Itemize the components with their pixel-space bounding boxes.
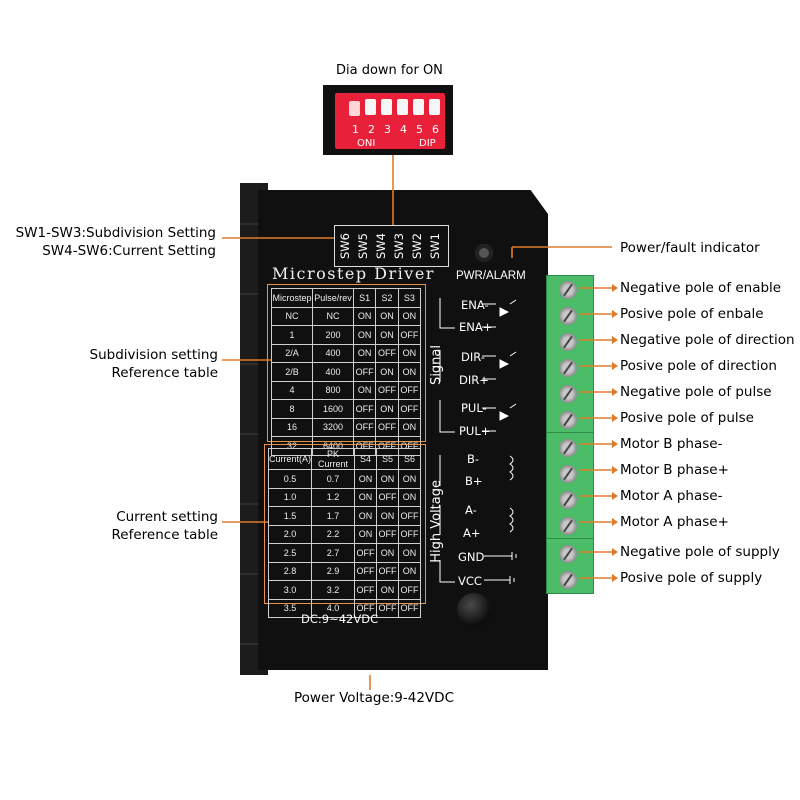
callout-negative-supply: Negative pole of supply [620,544,780,560]
dip-number: 4 [400,123,407,136]
callout-positive-enable: Posive pole of enbale [620,306,764,322]
callout-text: Reference table [111,365,218,381]
table-header: S6 [397,448,422,470]
dip-knob-2 [365,99,376,115]
callout-negative-enable: Negative pole of enable [620,280,782,296]
callout-motor-a-minus: Motor A phase- [620,488,723,504]
table-header: Current(A) [267,448,313,470]
table-cell: ON [397,343,422,363]
power-terminal-block [546,538,594,594]
terminal-label-ena-minus: ENA- [461,298,489,312]
table-cell: 4.0 [311,598,356,618]
table-cell: OFF [397,325,422,345]
terminal-label-b-minus: B- [467,452,480,466]
pwr-alarm-label: PWR/ALARM [456,270,526,282]
dip-dip-label: DIP [419,138,436,149]
dip-switch-body: 1 2 3 4 5 6 [335,93,445,149]
power-fault-callout: Power/fault indicator [620,240,760,256]
table-cell: OFF [376,598,399,618]
callout-positive-supply: Posive pole of supply [620,570,763,586]
dip-number: 5 [416,123,423,136]
terminal-label-gnd: GND [458,550,485,564]
mounting-screw-icon [457,593,491,627]
terminal-label-ena-plus: ENA+ [459,320,493,334]
power-led-icon [475,244,493,262]
dip-number: 6 [432,123,439,136]
terminal-label-a-minus: A- [465,503,477,517]
dc-voltage-label: DC:9~42VDC [301,612,379,626]
callout-positive-direction: Posive pole of direction [620,358,777,374]
dip-knob-3 [381,99,392,115]
dip-knob-1 [349,101,360,116]
callout-text: SW4-SW6:Current Setting [42,243,216,259]
motor-terminal-block [546,432,594,540]
dip-number: 3 [384,123,391,136]
callout-motor-b-minus: Motor B phase- [620,436,723,452]
callout-motor-a-plus: Motor A phase+ [620,514,729,530]
terminal-label-dir-minus: DIR- [461,350,485,364]
table-cell: ON [397,417,422,437]
table-cell: 3.5 [267,598,313,618]
subdivision-callout: Subdivision setting Reference table [40,346,218,382]
terminal-label-pul-minus: PUL- [461,401,487,415]
callout-motor-b-plus: Motor B phase+ [620,462,729,478]
dip-number: 2 [368,123,375,136]
callout-text: SW1-SW3:Subdivision Setting [15,225,216,241]
callout-text: Subdivision setting [89,347,218,363]
driver-title: Microstep Driver [272,264,435,283]
signal-terminal-block [546,275,594,434]
terminal-label-dir-plus: DIR+ [459,373,489,387]
switch-setting-callout: SW1-SW3:Subdivision Setting SW4-SW6:Curr… [12,224,216,260]
terminal-label-b-plus: B+ [465,474,483,488]
callout-negative-pulse: Negative pole of pulse [620,384,772,400]
dip-knob-5 [413,99,424,115]
switch-label-strip: SW6 SW5 SW4 SW3 SW2 SW1 [334,225,449,267]
dip-knob-4 [397,99,408,115]
callout-positive-pulse: Posive pole of pulse [620,410,754,426]
callout-negative-direction: Negative pole of direction [620,332,795,348]
dip-on-label: ONI [357,138,376,149]
power-voltage-callout: Power Voltage:9-42VDC [294,690,454,706]
terminal-label-vcc: VCC [458,574,482,588]
terminal-label-a-plus: A+ [463,526,481,540]
dip-caption: Dia down for ON [336,63,443,78]
dip-knob-6 [429,99,440,115]
table-header: S3 [397,288,422,308]
callout-text: Reference table [111,527,218,543]
callout-text: Current setting [116,509,218,525]
table-header: S4 [354,448,377,470]
table-header: PK Current [311,448,356,470]
current-callout: Current setting Reference table [40,508,218,544]
table-cell: OFF [397,598,422,618]
terminal-label-pul-plus: PUL+ [459,424,491,438]
dip-number: 1 [352,123,359,136]
